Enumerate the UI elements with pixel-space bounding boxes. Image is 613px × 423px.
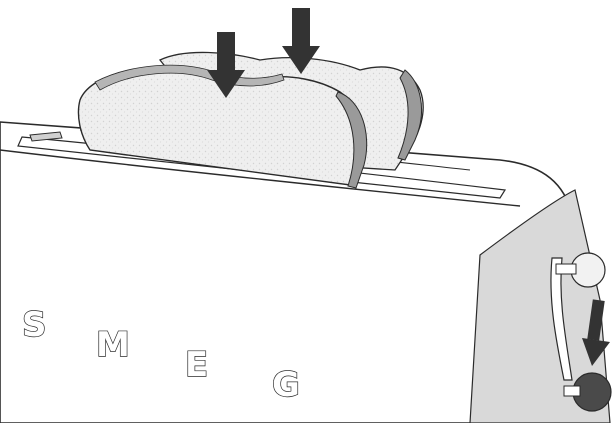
lever-knob-icon <box>555 252 606 288</box>
brand-letter-m: M <box>96 325 130 365</box>
bread-slice-front-top-crust <box>94 64 285 91</box>
brand-letter-s: S <box>22 305 47 345</box>
toaster-top-edge <box>0 149 521 207</box>
brand-letter-e: E <box>185 345 208 385</box>
bread-slice-back-crust <box>397 69 422 161</box>
lever-knob-icon <box>563 372 612 412</box>
down-arrow-icon <box>207 32 245 98</box>
slot-handle <box>29 131 63 142</box>
down-arrow-icon <box>582 299 610 366</box>
down-arrow-icon <box>282 8 320 74</box>
brand-letter-g: G <box>272 365 300 405</box>
bread-slice-front-crust <box>335 91 368 189</box>
lever-track <box>550 257 573 381</box>
